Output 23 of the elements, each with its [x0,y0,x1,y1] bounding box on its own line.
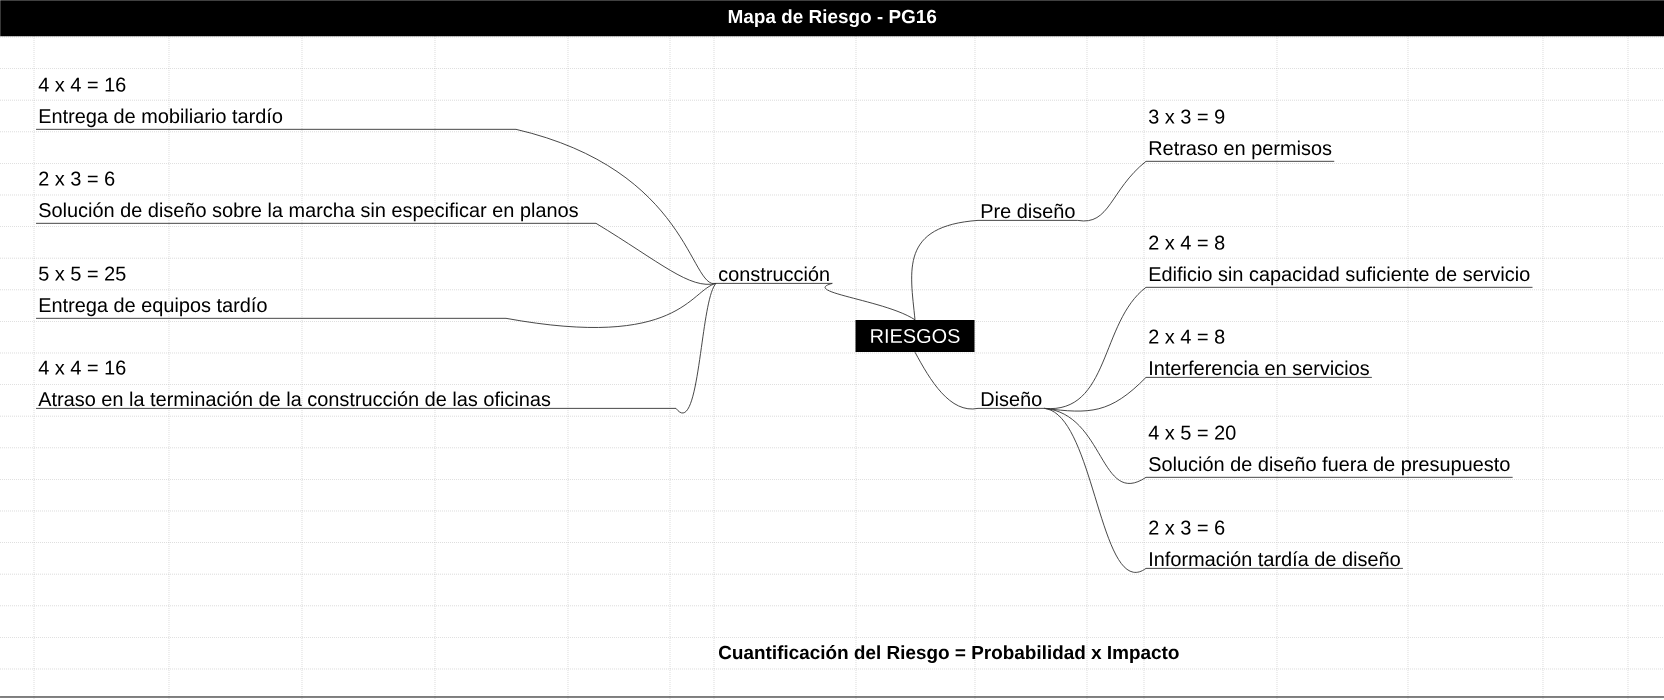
risk-item: 4 x 4 = 16 Entrega de mobiliario tardío [38,77,283,128]
branch-topic: Pre diseño [981,203,1075,219]
risk-item: 2 x 3 = 6 Solución de diseño sobre la marcha sin especificar en planos [39,171,578,222]
center-topic-box: RIESGOS [855,320,975,352]
risk-item: 4 x 4 = 16 Atraso en la terminación de la construcción de las oficinas [38,360,551,407]
connector-line [715,282,916,321]
risk-item: 2 x 4 = 8 Edificio sin capacidad suficiente de servicio [1149,235,1530,286]
connector-line [911,219,1079,321]
risk-item: 5 x 5 = 25 Entrega de equipos tardío [39,266,267,317]
connector-line [35,222,717,285]
connector-line [1044,407,1404,573]
title-bar: Mapa de Riesgo - PG16 [0,0,1664,37]
branch-topic: construcción [719,266,829,282]
risk-item: 2 x 3 = 6 Información tardía de diseño [1149,520,1400,567]
risk-item: 2 x 4 = 8 Interferencia en servicios [1149,329,1369,376]
connector-line [914,351,1045,410]
formula-note: Cuantificación del Riesgo = Probabilidad x Impacto [719,645,1179,663]
connector-line [35,282,717,328]
risk-item: 3 x 3 = 9 Retraso en permisos [1148,109,1332,160]
connector-line [1077,160,1335,222]
risk-item: 4 x 5 = 20 Solución de diseño fuera de presupuesto [1148,425,1510,476]
connector-line [35,282,717,414]
branch-topic: Diseño [981,391,1042,407]
